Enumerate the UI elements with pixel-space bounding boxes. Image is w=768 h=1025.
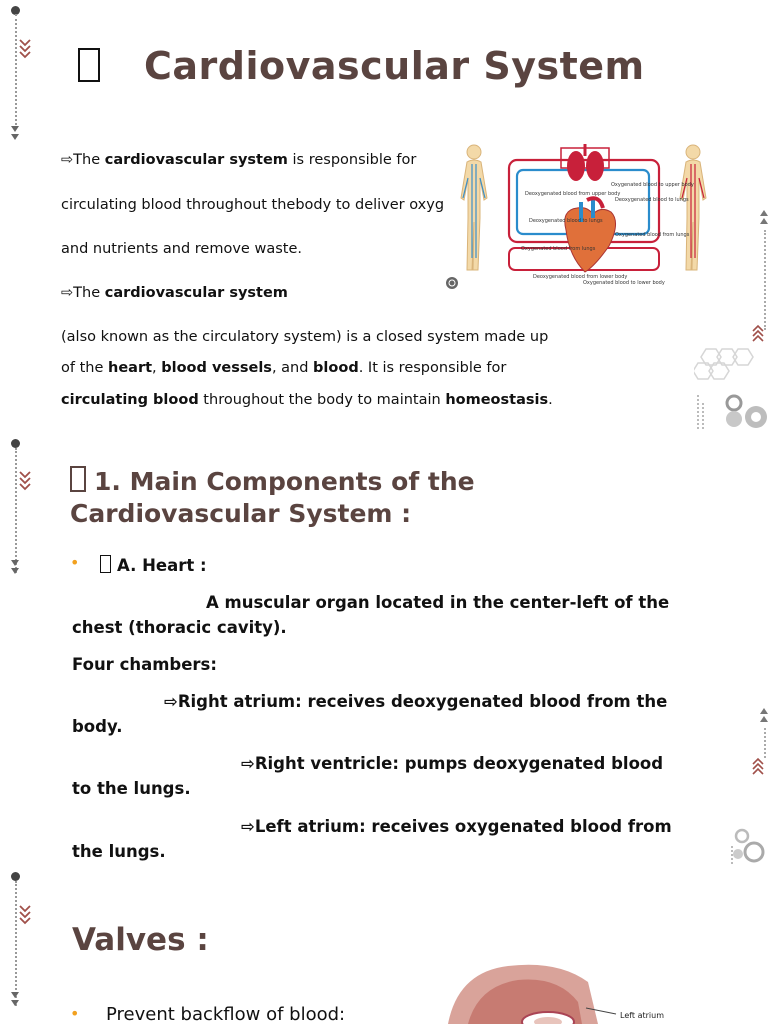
rv-line-1: ⇨Right ventricle: pumps deoxygenated blo… bbox=[241, 754, 664, 773]
rv-line-2: to the lungs. bbox=[72, 779, 191, 798]
rail-dot bbox=[11, 439, 20, 448]
right-atrium-item: ⇨Right atrium: receives deoxygenated blo… bbox=[72, 689, 692, 739]
label-lower-deoxy: Deoxygenated blood from lower body bbox=[533, 274, 627, 280]
label-lung-oxy-left: Oxygenated blood from lungs bbox=[521, 246, 596, 252]
chambers-label: Four chambers: bbox=[72, 655, 217, 674]
label-lung-oxy: Oxygenated blood from lungs bbox=[615, 232, 690, 238]
heart-description: A muscular organ located in the center-l… bbox=[72, 590, 692, 640]
rail-dot bbox=[11, 872, 20, 881]
body-figure-left bbox=[460, 144, 488, 271]
la-line-1: ⇨Left atrium: receives oxygenated blood … bbox=[241, 817, 672, 836]
right-ventricle-item: ⇨Right ventricle: pumps deoxygenated blo… bbox=[72, 751, 692, 801]
label-upper-oxy: Oxygenated blood to upper body bbox=[611, 182, 694, 188]
rail-line bbox=[764, 230, 766, 330]
intro-line-2: circulating blood throughout thebody to … bbox=[61, 197, 443, 213]
rail-line bbox=[15, 14, 19, 129]
left-atrium-item: ⇨Left atrium: receives oxygenated blood … bbox=[72, 814, 692, 864]
arrow-down-icon bbox=[11, 560, 19, 574]
chevron-up-icon bbox=[752, 324, 764, 342]
label-lung-deoxy: Deoxygenated blood to lungs bbox=[615, 197, 689, 203]
la-line-2: the lungs. bbox=[72, 842, 166, 861]
chevron-down-icon bbox=[19, 471, 31, 491]
rail-line bbox=[15, 448, 19, 573]
intro-line-6: of the heart, blood vessels, and blood. … bbox=[61, 360, 507, 376]
body-figure-right bbox=[679, 144, 707, 271]
bullet-dot: • bbox=[70, 553, 80, 572]
ra-line-1: ⇨Right atrium: receives deoxygenated blo… bbox=[164, 692, 668, 711]
chevron-up-icon bbox=[752, 757, 764, 775]
ra-line-2: body. bbox=[72, 717, 123, 736]
circulatory-system-diagram: Deoxygenated blood from upper body Oxyge… bbox=[443, 138, 723, 296]
label-lower-oxy: Oxygenated blood to lower body bbox=[583, 280, 665, 286]
heart-label: A. Heart : bbox=[100, 553, 207, 578]
intro-line-1: ⇨The cardiovascular system is responsibl… bbox=[61, 152, 417, 168]
intro-line-5: (also known as the circulatory system) i… bbox=[61, 329, 549, 345]
bullet-dot: • bbox=[70, 1004, 80, 1023]
missing-glyph-icon bbox=[70, 466, 86, 492]
gears-decoration-icon bbox=[731, 828, 765, 866]
valves-heading: Valves : bbox=[72, 922, 209, 958]
rail-line bbox=[764, 728, 766, 758]
heart-desc-line-2: chest (thoracic cavity). bbox=[72, 618, 287, 637]
intro-line-3: and nutrients and remove waste. bbox=[61, 241, 302, 257]
rail-line bbox=[15, 881, 19, 1006]
section-heading-main-components: 1. Main Components of the Cardiovascular… bbox=[70, 466, 475, 528]
intro-line-4: ⇨The cardiovascular system bbox=[61, 285, 288, 301]
heart-desc-line-1: A muscular organ located in the center-l… bbox=[206, 593, 670, 612]
valve-image-label: Left atrium bbox=[620, 1011, 664, 1020]
heart-valve-image: Left atrium bbox=[448, 962, 668, 1024]
arrow-up-icon bbox=[760, 708, 768, 722]
arrow-up-icon bbox=[760, 210, 768, 224]
page-title: Cardiovascular System bbox=[78, 44, 645, 88]
gears-decoration-icon bbox=[694, 348, 767, 431]
chevron-down-icon bbox=[19, 39, 31, 59]
missing-glyph-icon bbox=[78, 48, 100, 82]
arrow-down-icon bbox=[11, 992, 19, 1006]
missing-glyph-icon bbox=[100, 555, 111, 573]
chevron-down-icon bbox=[19, 905, 31, 925]
label-lung-deoxy-left: Deoxygenated blood to lungs bbox=[529, 218, 603, 224]
arrow-down-icon bbox=[11, 126, 19, 140]
valves-bullet-1: Prevent backflow of blood: bbox=[106, 1004, 346, 1025]
rail-dot bbox=[11, 6, 20, 15]
intro-line-7: circulating blood throughout the body to… bbox=[61, 392, 553, 408]
label-upper-deoxy: Deoxygenated blood from upper body bbox=[525, 191, 620, 197]
